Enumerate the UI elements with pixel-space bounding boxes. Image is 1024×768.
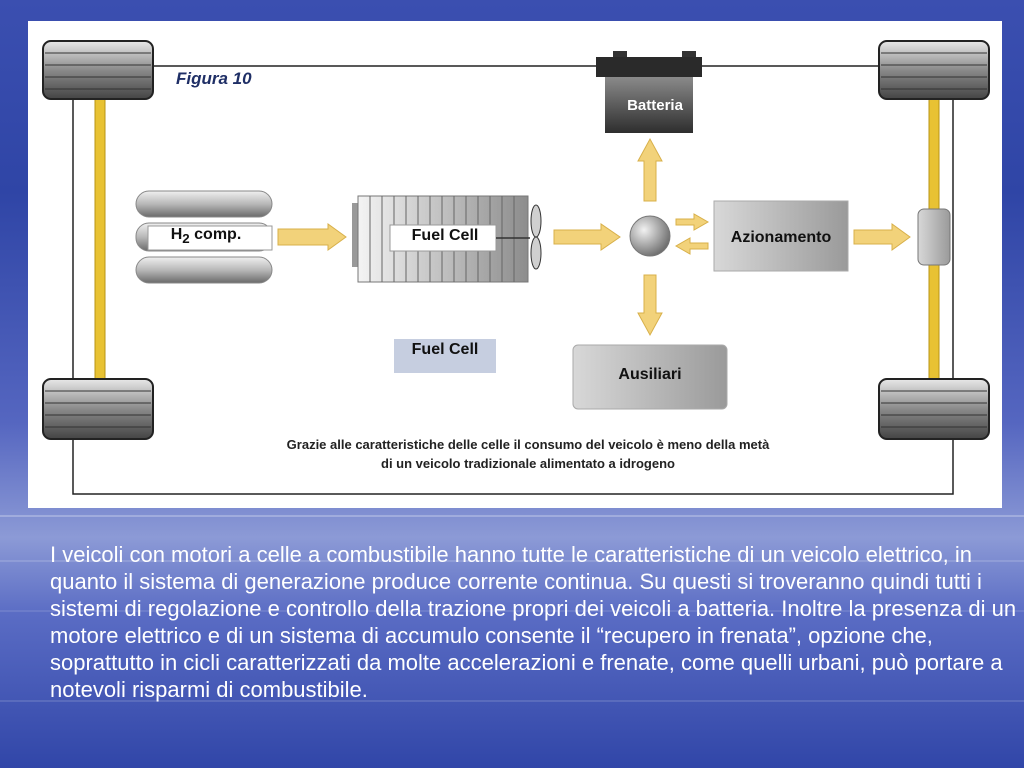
figure-label: Figura 10	[176, 69, 252, 88]
arrow-hub-to-auxiliaries	[637, 274, 663, 337]
battery	[596, 51, 702, 133]
diagram-panel: Figura 10 Batteria H2 comp. Fuel Cell Az…	[28, 21, 1002, 508]
h2-symbol: H	[170, 226, 183, 243]
tire-top-left	[42, 40, 154, 100]
drive-box	[713, 200, 849, 272]
fuel-cell-legend-box	[394, 339, 496, 373]
caption-line-1: Grazie alle caratteristiche delle celle …	[286, 437, 770, 452]
tire-bottom-right	[878, 378, 990, 440]
arrow-h2-to-fuelcell	[277, 223, 347, 251]
arrow-fuelcell-to-hub	[553, 223, 621, 251]
arrow-drive-to-hub	[674, 237, 709, 255]
fuel-cell-legend-label: Fuel Cell	[411, 341, 479, 358]
differential	[917, 208, 951, 266]
arrow-drive-to-wheels	[853, 223, 911, 251]
h2-tank	[135, 190, 273, 284]
h2-suffix: comp.	[189, 226, 242, 243]
auxiliaries-box	[572, 344, 728, 410]
chassis-frame	[72, 65, 954, 495]
arrow-hub-to-drive	[675, 213, 710, 231]
figure-caption: Grazie alle caratteristiche delle celle …	[178, 435, 878, 473]
arrow-hub-to-battery	[637, 137, 663, 202]
battery-label: Batteria	[627, 97, 683, 114]
fuel-cell-stack	[352, 195, 542, 283]
diagram-drawing	[42, 40, 990, 495]
auxiliaries-label: Ausiliari	[618, 366, 682, 383]
tire-top-right	[878, 40, 990, 100]
left-shaft	[94, 98, 106, 382]
h2-subscript: 2	[182, 231, 190, 247]
power-hub	[629, 215, 671, 257]
tire-bottom-left	[42, 378, 154, 440]
caption-line-2: di un veicolo tradizionale alimentato a …	[381, 456, 675, 471]
drive-label: Azionamento	[730, 229, 832, 246]
h2-tank-label: H2 comp.	[140, 226, 272, 246]
body-paragraph: I veicoli con motori a celle a combustib…	[50, 542, 1017, 702]
fuel-cell-label: Fuel Cell	[411, 227, 479, 244]
